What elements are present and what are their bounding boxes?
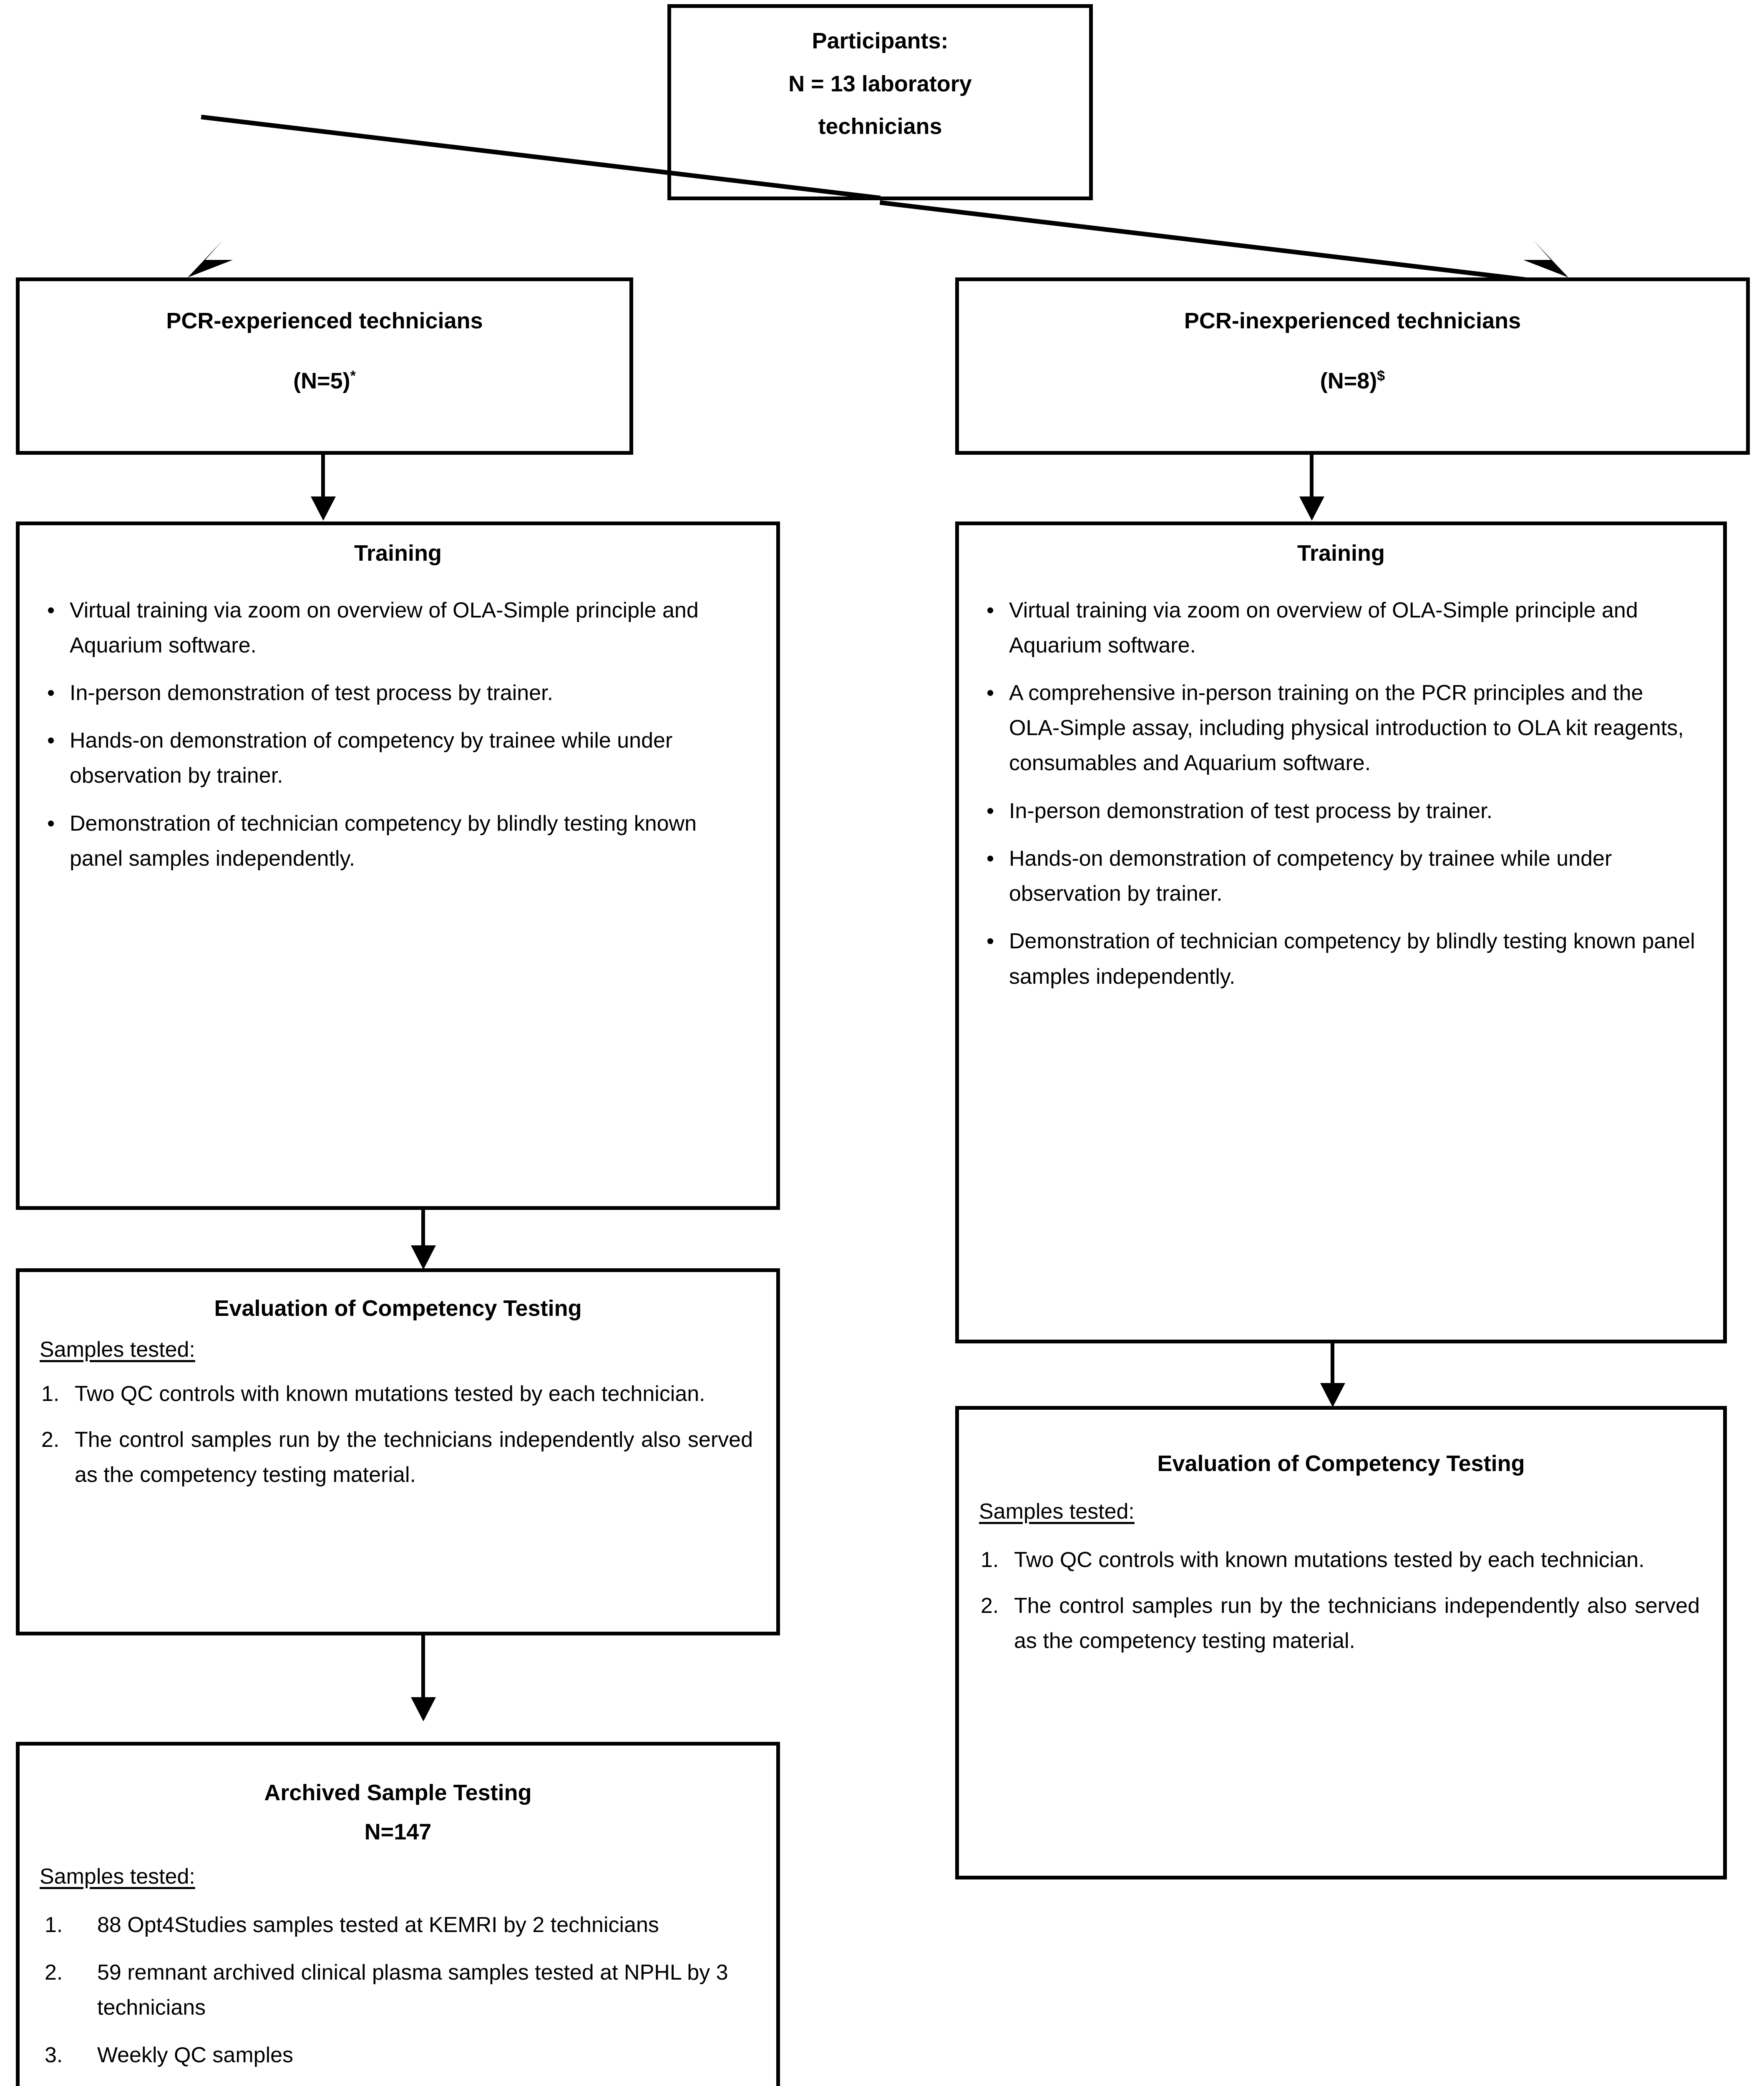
list-item: Two QC controls with known mutations tes… <box>41 1376 705 1411</box>
left-evaluation-items: Two QC controls with known mutations tes… <box>20 1362 776 1493</box>
pcr-inexperienced-title: PCR-inexperienced technicians <box>1184 308 1521 333</box>
right-evaluation-box: Evaluation of Competency Testing Samples… <box>955 1406 1727 1879</box>
connector-right-arrowhead <box>1523 240 1568 277</box>
right-training-heading: Training <box>1297 541 1385 566</box>
list-item: In-person demonstration of test process … <box>39 675 751 710</box>
right-training-box: Training Virtual training via zoom on ov… <box>955 522 1727 1343</box>
list-item: Demonstration of technician competency b… <box>978 924 1698 994</box>
left-archived-count: N=147 <box>364 1819 432 1844</box>
list-item: The control samples run by the technicia… <box>981 1588 1700 1653</box>
left-evaluation-subheading: Samples tested: <box>40 1337 195 1362</box>
connector-right-1-line <box>1310 455 1314 499</box>
list-item: Demonstration of technician competency b… <box>39 806 751 876</box>
connector-right-2-arrow <box>1320 1383 1345 1407</box>
connector-left-1-arrow <box>311 496 336 521</box>
connector-left-2-line <box>421 1210 425 1247</box>
left-evaluation-box: Evaluation of Competency Testing Samples… <box>16 1268 780 1635</box>
connector-left-arrowhead <box>188 240 233 277</box>
left-training-box: Training Virtual training via zoom on ov… <box>16 522 780 1210</box>
pcr-inexperienced-count: (N=8) <box>1320 368 1377 393</box>
pcr-experienced-title: PCR-experienced technicians <box>166 308 483 333</box>
participants-line2: N = 13 laboratory <box>788 71 972 96</box>
left-training-bullets: Virtual training via zoom on overview of… <box>20 568 776 877</box>
list-item: In-person demonstration of test process … <box>978 794 1698 829</box>
pcr-inexperienced-box: PCR-inexperienced technicians (N=8)$ <box>955 277 1750 455</box>
list-item: 59 remnant archived clinical plasma samp… <box>45 1955 728 2020</box>
connector-left-3-line <box>421 1635 425 1698</box>
participants-line3: technicians <box>818 114 942 139</box>
left-archived-items: 88 Opt4Studies samples tested at KEMRI b… <box>20 1889 776 2073</box>
left-archived-heading: Archived Sample Testing <box>264 1780 532 1805</box>
list-item: A comprehensive in-person training on th… <box>978 675 1698 781</box>
right-training-bullets: Virtual training via zoom on overview of… <box>959 568 1723 994</box>
list-item: 88 Opt4Studies samples tested at KEMRI b… <box>45 1907 659 1942</box>
connector-right-2-line <box>1331 1343 1334 1385</box>
pcr-experienced-box: PCR-experienced technicians (N=5)* <box>16 277 633 455</box>
list-item: Hands-on demonstration of competency by … <box>39 723 751 793</box>
list-item: Virtual training via zoom on overview of… <box>978 593 1698 663</box>
left-archived-subheading: Samples tested: <box>40 1864 195 1889</box>
participants-box: Participants: N = 13 laboratory technici… <box>667 4 1093 200</box>
left-evaluation-heading: Evaluation of Competency Testing <box>214 1296 582 1321</box>
list-item: Weekly QC samples <box>45 2038 294 2073</box>
pcr-inexperienced-marker: $ <box>1377 368 1385 384</box>
list-item: Hands-on demonstration of competency by … <box>978 841 1698 911</box>
right-evaluation-items: Two QC controls with known mutations tes… <box>959 1524 1723 1659</box>
connector-right-1-arrow <box>1299 496 1324 521</box>
left-training-heading: Training <box>354 541 442 566</box>
list-item: Two QC controls with known mutations tes… <box>981 1542 1645 1577</box>
list-item: The control samples run by the technicia… <box>41 1422 753 1487</box>
pcr-experienced-count: (N=5) <box>293 368 350 393</box>
connector-right-diagonal <box>879 200 1560 286</box>
connector-left-2-arrow <box>411 1245 436 1270</box>
connector-left-1-line <box>321 455 325 499</box>
right-evaluation-heading: Evaluation of Competency Testing <box>1157 1451 1525 1476</box>
left-archived-box: Archived Sample Testing N=147 Samples te… <box>16 1742 780 2086</box>
pcr-experienced-marker: * <box>350 368 356 384</box>
right-evaluation-subheading: Samples tested: <box>979 1499 1135 1524</box>
participants-line1: Participants: <box>812 28 949 53</box>
list-item: Virtual training via zoom on overview of… <box>39 593 751 663</box>
connector-left-3-arrow <box>411 1697 436 1721</box>
